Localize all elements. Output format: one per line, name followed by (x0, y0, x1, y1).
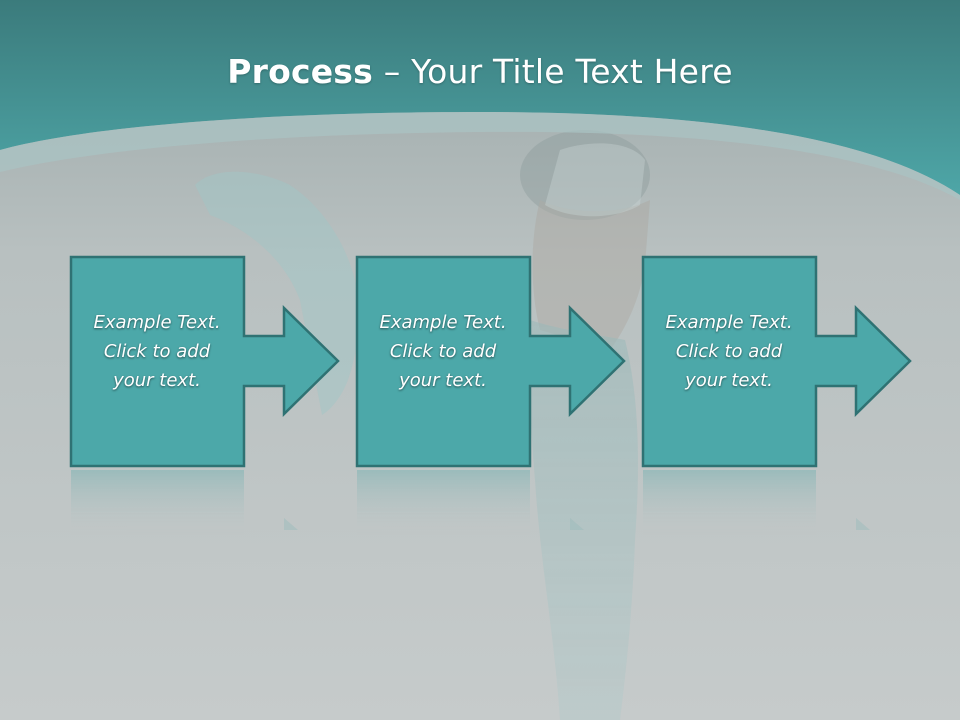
step-reflection (357, 470, 584, 536)
step-text-line-3: your text. (399, 370, 487, 391)
step-box-arrow-shape (355, 255, 626, 468)
step-text-line-2: Click to add (389, 341, 497, 362)
step-text-line-1: Example Text. (93, 312, 221, 333)
title-separator: – (373, 52, 412, 91)
process-step-3[interactable]: Example Text. Click to add your text. (641, 255, 912, 468)
step-text-line-1: Example Text. (379, 312, 507, 333)
step-text[interactable]: Example Text. Click to add your text. (72, 308, 242, 395)
step-text-line-3: your text. (685, 370, 773, 391)
step-reflection (71, 470, 298, 536)
step-text-line-1: Example Text. (665, 312, 793, 333)
step-reflection (643, 470, 870, 536)
step-text[interactable]: Example Text. Click to add your text. (644, 308, 814, 395)
title-bold: Process (227, 52, 373, 91)
step-box-arrow-shape (641, 255, 912, 468)
process-step-1[interactable]: Example Text. Click to add your text. (69, 255, 340, 468)
step-text-line-2: Click to add (103, 341, 211, 362)
step-text-line-2: Click to add (675, 341, 783, 362)
page-title[interactable]: Process – Your Title Text Here (0, 52, 960, 91)
step-text-line-3: your text. (113, 370, 201, 391)
process-step-2[interactable]: Example Text. Click to add your text. (355, 255, 626, 468)
title-rest: Your Title Text Here (411, 52, 733, 91)
step-box-arrow-shape (69, 255, 340, 468)
step-text[interactable]: Example Text. Click to add your text. (358, 308, 528, 395)
